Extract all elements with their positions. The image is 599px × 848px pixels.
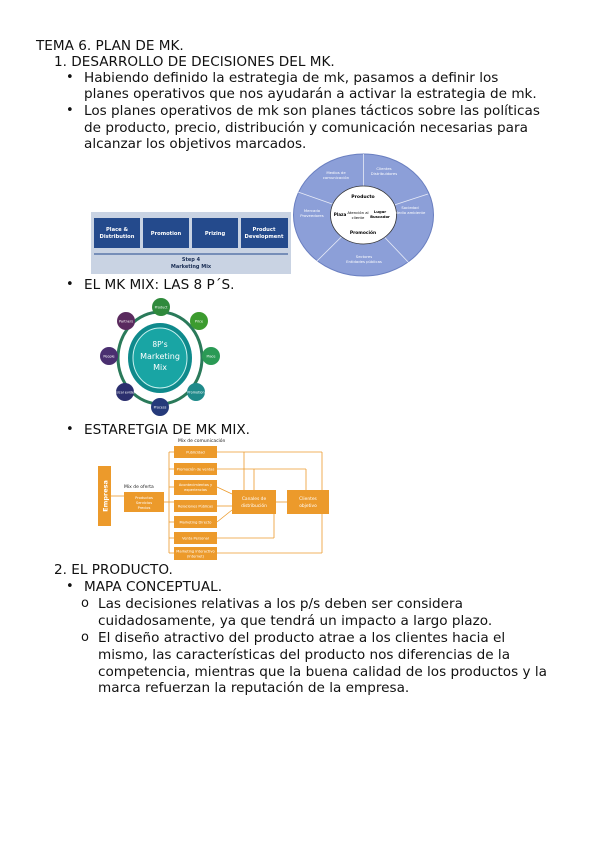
flow-offer-box: Precios xyxy=(138,506,151,510)
mix-node-label: Price xyxy=(195,320,203,324)
paragraph-line: El diseño atractivo del producto atrae a… xyxy=(98,630,506,646)
wheel-outer-label: Distribuidores xyxy=(371,171,397,176)
flow-comm-box: Publicidad xyxy=(186,451,204,455)
wheel-outer-label: Proveedores xyxy=(300,213,323,218)
marketing-steps-figure: Place & Distribution Promotion Prizing P… xyxy=(91,212,291,274)
flow-top-label: Mix de comunicación xyxy=(178,437,226,444)
wheel-outer-label: Clientes xyxy=(376,166,391,171)
paragraph-line: MAPA CONCEPTUAL. xyxy=(84,579,223,595)
steps-box-label: Product xyxy=(253,227,276,233)
flow-comm-box: Marketing Interactivo xyxy=(176,550,214,554)
sub-bullet-circle: o xyxy=(81,630,89,645)
wheel-outer-label: comunicación xyxy=(323,175,350,180)
mix-center-label: Marketing xyxy=(140,352,180,361)
stakeholder-wheel-figure: Producto Atención al cliente Plaza Lugar… xyxy=(292,152,435,278)
bullet-dot: • xyxy=(66,579,74,594)
marketing-mix-figure: 8P's Marketing Mix Product Price Place P… xyxy=(92,296,226,421)
flow-company-label: Empresa xyxy=(102,480,110,512)
paragraph-line: ESTARETGIA DE MK MIX. xyxy=(84,422,250,438)
steps-box-label: Distribution xyxy=(100,234,135,240)
wheel-center-label: Buscador xyxy=(370,214,390,219)
paragraph-line: marca refuerzan la reputación de la empr… xyxy=(98,680,410,696)
wheel-center-label: Plaza xyxy=(334,212,347,217)
wheel-outer-label: Medios de xyxy=(326,170,346,175)
mix-node-label: Place xyxy=(206,355,215,359)
flow-comm-box: experiencias xyxy=(184,488,207,492)
flow-comm-box: Relaciones Públicas xyxy=(178,505,213,509)
page-heading: TEMA 6. PLAN DE MK. xyxy=(36,38,184,54)
flow-comm-box: (Internet) xyxy=(187,555,205,559)
wheel-center-label: cliente xyxy=(352,215,365,220)
flow-target-box: objetivo xyxy=(299,503,317,509)
flow-comm-box: Promoción de ventas xyxy=(177,468,215,472)
flow-comm-box: Acontecimientos y xyxy=(179,483,213,487)
wheel-center-label: Atención al xyxy=(347,210,368,215)
steps-box-label: Promotion xyxy=(151,231,182,237)
mix-center-label: Mix xyxy=(153,363,167,372)
mix-node-label: Partners xyxy=(119,320,133,324)
paragraph-line: Los planes operativos de mk son planes t… xyxy=(84,103,540,119)
wheel-center-label: Lugar xyxy=(374,209,386,214)
paragraph-line: EL MK MIX: LAS 8 P´S. xyxy=(84,277,235,293)
steps-box-label: Development xyxy=(245,234,284,240)
flow-offer-box: Productos xyxy=(135,496,153,500)
section-2-title: 2. EL PRODUCTO. xyxy=(54,562,173,578)
mk-mix-strategy-figure: Mix de comunicación Empresa Mix de ofert… xyxy=(94,436,340,560)
mix-node-label: Physical evidence xyxy=(110,391,140,395)
paragraph-line: competencia, mientras que la buena calid… xyxy=(98,664,547,680)
wheel-outer-label: Mercado xyxy=(304,208,321,213)
bullet-dot: • xyxy=(66,422,74,437)
paragraph-line: planes operativos que nos ayudarán a act… xyxy=(84,86,537,102)
paragraph-line: Las decisiones relativas a los p/s deben… xyxy=(98,596,463,612)
wheel-outer-label: Medio ambiente xyxy=(395,210,426,215)
steps-box-label: Prizing xyxy=(205,231,226,237)
flow-target-box: Clientes xyxy=(299,496,317,502)
steps-footer: Step 4 xyxy=(182,257,201,263)
paragraph-line: Habiendo definido la estrategia de mk, p… xyxy=(84,70,499,86)
wheel-outer-label: Sociedad xyxy=(401,205,419,210)
wheel-center-label: Promoción xyxy=(350,229,376,236)
wheel-center-label: Producto xyxy=(351,194,374,200)
paragraph-line: cuidadosamente, ya que tendrá un impacto… xyxy=(98,613,493,629)
mix-node-label: Promotion xyxy=(187,391,204,395)
steps-box-label: Place & xyxy=(106,227,128,233)
mix-node-label: Product xyxy=(155,306,169,310)
mix-node-label: Process xyxy=(154,406,167,410)
mix-node-label: People xyxy=(103,355,114,359)
wheel-outer-label: Entidades públicas xyxy=(346,259,382,264)
bullet-dot: • xyxy=(66,277,74,292)
paragraph-line: mismo, las características del producto … xyxy=(98,647,511,663)
flow-channels-box: distribución xyxy=(241,502,267,509)
paragraph-line: de producto, precio, distribución y comu… xyxy=(84,120,528,136)
steps-footer: Marketing Mix xyxy=(171,264,212,270)
bullet-dot: • xyxy=(66,70,74,85)
flow-comm-box: Venta Personal xyxy=(182,537,209,541)
section-1-title: 1. DESARROLLO DE DECISIONES DEL MK. xyxy=(54,54,335,70)
wheel-outer-label: Sectores xyxy=(356,254,372,259)
mix-center-label: 8P's xyxy=(152,340,167,349)
flow-comm-box: Marketing Directo xyxy=(179,521,211,525)
paragraph-line: alcanzar los objetivos marcados. xyxy=(84,136,307,152)
sub-bullet-circle: o xyxy=(81,596,89,611)
flow-offer-label: Mix de oferta xyxy=(124,484,154,490)
bullet-dot: • xyxy=(66,103,74,118)
flow-channels-box: Canales de xyxy=(242,496,267,502)
flow-offer-box: Servicios xyxy=(136,501,152,505)
